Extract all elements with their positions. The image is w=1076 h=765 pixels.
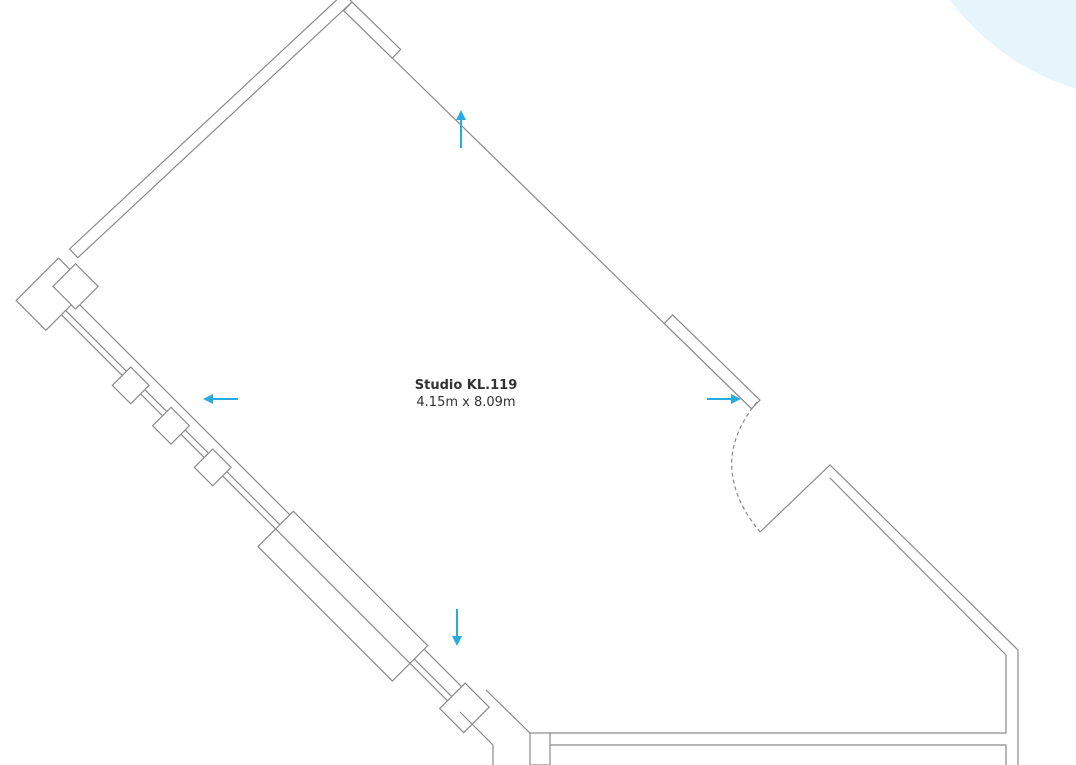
room-name: Studio KL.119: [414, 378, 518, 393]
wall-segment: [342, 1, 402, 59]
wall-right: [342, 1, 761, 410]
arrow-left-icon: [203, 394, 238, 404]
arrow-right-icon: [707, 394, 741, 404]
mullion: [111, 366, 150, 405]
door-swing: [731, 401, 761, 533]
wall-left: [15, 257, 491, 734]
mullion: [151, 406, 191, 445]
decorative-circle: [950, 0, 1076, 89]
arrow-up-icon: [456, 110, 466, 148]
room-dimensions: 4.15m x 8.09m: [416, 395, 516, 410]
room-label: Studio KL.119 4.15m x 8.09m: [366, 378, 566, 411]
column-small: [529, 732, 551, 765]
arrow-down-icon: [452, 609, 462, 646]
window-right: [663, 314, 761, 410]
wall-top-left: [68, 0, 353, 259]
wall-notch: [759, 464, 1019, 765]
column-block: [438, 682, 491, 734]
mullion: [193, 448, 232, 487]
